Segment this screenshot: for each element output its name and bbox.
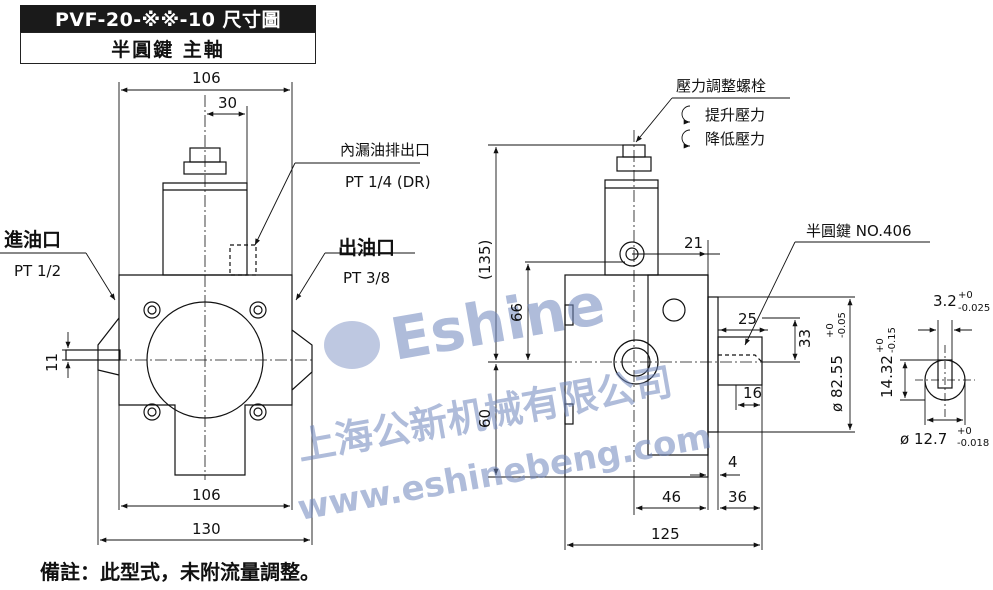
dim-125: 125: [651, 525, 680, 543]
shaft-dia-tol-lower: -0.018: [957, 438, 989, 449]
side-top-housing: [604, 179, 659, 276]
remark-note: 備註：此型式，未附流量調整。: [40, 560, 320, 584]
side-drain-port: [662, 298, 686, 322]
side-inlet-port: [613, 339, 659, 385]
key-number-label: 半圓鍵 NO.406: [806, 222, 912, 240]
bolt-hole-tr: [249, 301, 267, 319]
front-view: [65, 147, 313, 476]
drain-label: 內漏油排出口: [340, 141, 430, 159]
shaft-dia-tol-upper: +0: [957, 426, 972, 437]
dim-30: 30: [218, 94, 237, 112]
dim-21: 21: [684, 234, 703, 252]
dim-82-group: ø 82.55 +0 -0.05: [825, 312, 848, 412]
key-width-tol-lower: -0.025: [958, 303, 990, 314]
side-pilot: [707, 296, 719, 433]
drain-boss: [229, 244, 257, 276]
key-height-tol-upper: +0: [875, 338, 886, 353]
front-flange-right: [291, 329, 313, 391]
dim-135: (135): [476, 240, 494, 280]
key-height: 14.32: [878, 355, 896, 398]
pressure-screw-label: 壓力調整螺栓: [676, 77, 766, 95]
dim-82-tol-upper: +0: [825, 323, 836, 338]
side-shaft: [717, 336, 763, 386]
dim-46: 46: [662, 488, 681, 506]
key-width-tol-upper: +0: [958, 290, 973, 301]
front-main-body: [118, 274, 293, 476]
dim-66: 66: [508, 303, 526, 322]
watermark-brand: Eshine: [386, 269, 610, 373]
drain-thread: PT 1/4 (DR): [345, 173, 431, 191]
dim-11: 11: [43, 353, 61, 372]
dim-106-bottom: 106: [192, 486, 221, 504]
key-height-tol-lower: -0.15: [887, 327, 898, 353]
dim-16: 16: [743, 384, 762, 402]
outlet-label: 出油口: [338, 236, 395, 259]
lower-pressure-label: 降低壓力: [705, 130, 765, 148]
watermark: Eshine 上海公新机械有限公司 www.eshinebeng.com: [294, 269, 714, 529]
watermark-logo: [324, 321, 380, 369]
bolt-hole-br: [249, 403, 267, 421]
shaft-dia: ø 12.7: [900, 430, 947, 448]
key-width: 3.2: [933, 292, 957, 310]
inlet-thread: PT 1/2: [14, 262, 61, 280]
front-flange-left: [97, 317, 120, 376]
side-view: [564, 144, 763, 478]
raise-pressure-label: 提升壓力: [705, 106, 765, 124]
outlet-thread: PT 3/8: [343, 269, 390, 287]
dim-4: 4: [728, 453, 738, 471]
bolt-hole-tl: [143, 301, 161, 319]
dim-25: 25: [738, 310, 757, 328]
dim-82: ø 82.55: [828, 355, 846, 412]
bolt-hole-bl: [143, 403, 161, 421]
dim-82-tol-lower: -0.05: [837, 312, 848, 338]
dim-33: 33: [796, 329, 814, 348]
dim-60: 60: [476, 409, 494, 428]
dim-130: 130: [192, 520, 221, 538]
dim-106-top: 106: [192, 69, 221, 87]
dim-36: 36: [728, 488, 747, 506]
drawing-subtitle: 半圓鍵 主軸: [20, 32, 316, 64]
key-height-group: 14.32 +0 -0.15: [875, 327, 898, 398]
drawing-title: PVF-20-※※-10 尺寸圖: [20, 5, 316, 32]
inlet-label: 進油口: [4, 229, 61, 251]
